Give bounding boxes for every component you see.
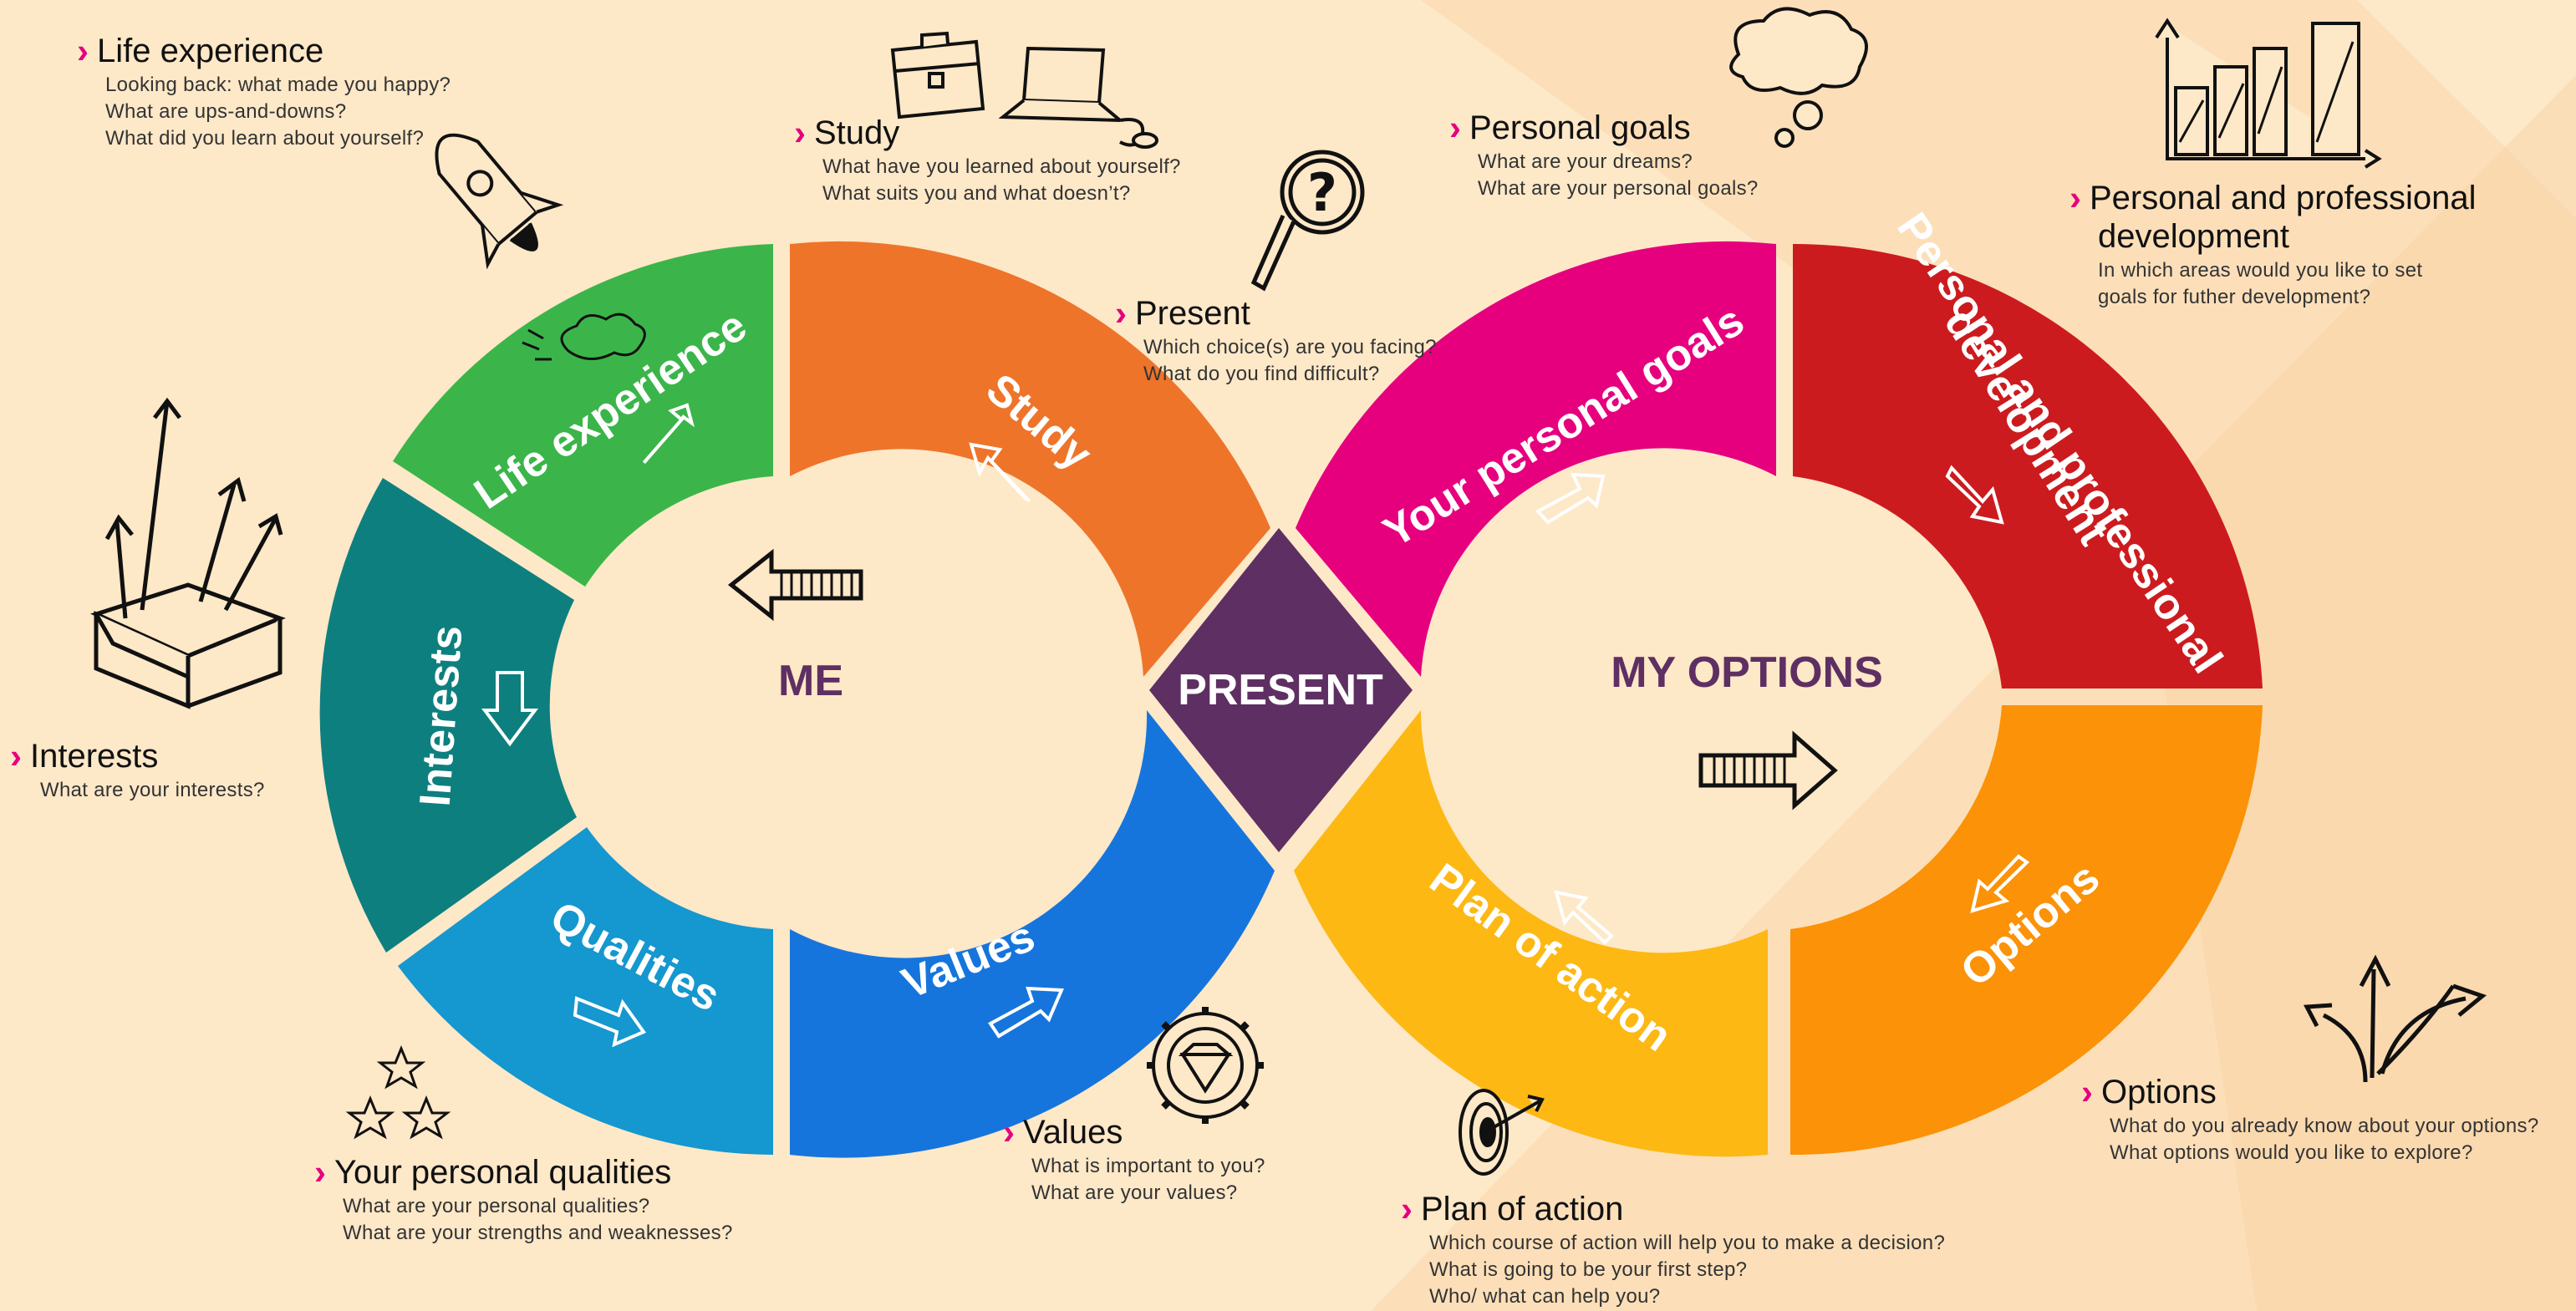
note-title: Personal and professional: [2090, 180, 2477, 216]
chevron-right-icon: ›: [2081, 1072, 2093, 1111]
note-title: Present: [1135, 295, 1250, 332]
chevron-right-icon: ›: [794, 113, 806, 152]
segment-qualities: [398, 827, 773, 1155]
note-line: What do you already know about your opti…: [2110, 1115, 2539, 1137]
note-line: What are ups-and-downs?: [105, 100, 347, 123]
chevron-right-icon: ›: [1401, 1189, 1413, 1228]
chevron-right-icon: ›: [10, 736, 22, 775]
gear-diamond-icon: [1147, 1007, 1264, 1124]
question-magnifier-icon: ?: [1250, 150, 1365, 292]
segment-arrow-life-icon: [642, 403, 695, 465]
note-title: Plan of action: [1421, 1191, 1624, 1227]
note-values: ›Values What is important to you? What a…: [1003, 1113, 1265, 1207]
note-plan-of-action: ›Plan of action Which course of action w…: [1401, 1190, 1945, 1310]
segment-personal-goals: [1296, 241, 1776, 678]
segment-interests: [319, 478, 577, 953]
note-title: Personal goals: [1469, 109, 1691, 146]
note-line: What are your values?: [1031, 1181, 1238, 1204]
note-line: In which areas would you like to set: [2098, 259, 2423, 282]
note-line: Which choice(s) are you facing?: [1143, 336, 1437, 358]
note-line: What is going to be your first step?: [1429, 1258, 1748, 1281]
note-title: Your personal qualities: [334, 1154, 672, 1191]
note-title: Options: [2101, 1074, 2217, 1110]
note-title: Study: [814, 114, 900, 151]
segment-arrow-qualities-icon: [573, 996, 647, 1048]
note-development: ›Personal and professional development I…: [2069, 179, 2477, 311]
background-band-2: [2140, 75, 2576, 1311]
note-study: ›Study What have you learned about yours…: [794, 114, 1181, 207]
note-line: What did you learn about yourself?: [105, 127, 425, 150]
thought-cloud-icon: [1729, 7, 1868, 148]
note-line: Which course of action will help you to …: [1429, 1232, 1946, 1254]
note-line: What are your strengths and weaknesses?: [343, 1222, 733, 1244]
chevron-right-icon: ›: [77, 31, 89, 70]
my-options-label: MY OPTIONS: [1611, 648, 1883, 697]
branching-arrows-icon: [2304, 954, 2487, 1083]
note-interests: ›Interests What are your interests?: [10, 737, 265, 804]
present-label: PRESENT: [1178, 666, 1383, 714]
note-line: What do you find difficult?: [1143, 363, 1380, 385]
rocket-smoke-icon: [522, 313, 646, 361]
arrow-left-icon: [727, 548, 863, 622]
segment-arrow-interests-icon: [481, 671, 538, 747]
note-line: What are your personal qualities?: [343, 1195, 650, 1217]
rocket-icon: [435, 133, 564, 270]
note-line: What options would you like to explore?: [2110, 1141, 2473, 1164]
segment-arrow-values-icon: [988, 986, 1064, 1039]
segment-values: [790, 710, 1275, 1158]
note-title: Interests: [30, 738, 159, 775]
me-label: ME: [778, 657, 843, 705]
chevron-right-icon: ›: [2069, 178, 2081, 217]
note-line: What are your interests?: [40, 779, 265, 801]
briefcase-icon: [890, 31, 985, 119]
segment-options: [1790, 705, 2263, 1156]
note-line: What are your personal goals?: [1478, 177, 1759, 200]
chevron-right-icon: ›: [1449, 108, 1461, 147]
bar-chart-icon: [2155, 18, 2382, 169]
chevron-right-icon: ›: [314, 1152, 326, 1192]
note-qualities: ›Your personal qualities What are your p…: [314, 1153, 733, 1247]
note-line: What have you learned about yourself?: [822, 155, 1181, 178]
note-personal-goals: ›Personal goals What are your dreams? Wh…: [1449, 109, 1759, 202]
note-line: Who/ what can help you?: [1429, 1285, 1661, 1308]
segment-study: [790, 241, 1270, 678]
segment-development: [1793, 243, 2263, 689]
stars-icon: [345, 1045, 451, 1140]
segment-plan-of-action: [1294, 710, 1768, 1157]
segment-arrow-options-icon: [1970, 854, 2030, 913]
svg-text:?: ?: [1307, 162, 1337, 223]
note-options: ›Options What do you already know about …: [2081, 1073, 2539, 1166]
note-line: Looking back: what made you happy?: [105, 74, 451, 96]
segment-arrow-goals-icon: [1535, 472, 1606, 525]
note-title: Life experience: [97, 33, 324, 69]
arrow-right-icon: [1698, 730, 1838, 810]
chevron-right-icon: ›: [1003, 1112, 1015, 1151]
segment-arrow-development-icon: [1945, 465, 2004, 525]
box-arrows-icon: [90, 397, 286, 709]
note-life-experience: ›Life experience Looking back: what made…: [77, 32, 451, 152]
note-line: goals for futher development?: [2098, 286, 2371, 308]
note-line: What is important to you?: [1031, 1155, 1265, 1177]
segment-life-experience: [393, 244, 773, 587]
note-line: What are your dreams?: [1478, 150, 1693, 173]
target-icon: [1459, 1089, 1545, 1176]
laptop-icon: [998, 46, 1158, 149]
present-diamond: [1149, 528, 1413, 852]
note-present: ›Present Which choice(s) are you facing?…: [1115, 294, 1437, 388]
segment-arrow-study-icon: [969, 442, 1031, 503]
chevron-right-icon: ›: [1115, 293, 1127, 333]
segment-arrow-plan-icon: [1554, 890, 1614, 945]
note-title-line2: development: [2098, 218, 2290, 255]
note-title: Values: [1023, 1114, 1123, 1151]
note-line: What suits you and what doesn’t?: [822, 182, 1131, 205]
